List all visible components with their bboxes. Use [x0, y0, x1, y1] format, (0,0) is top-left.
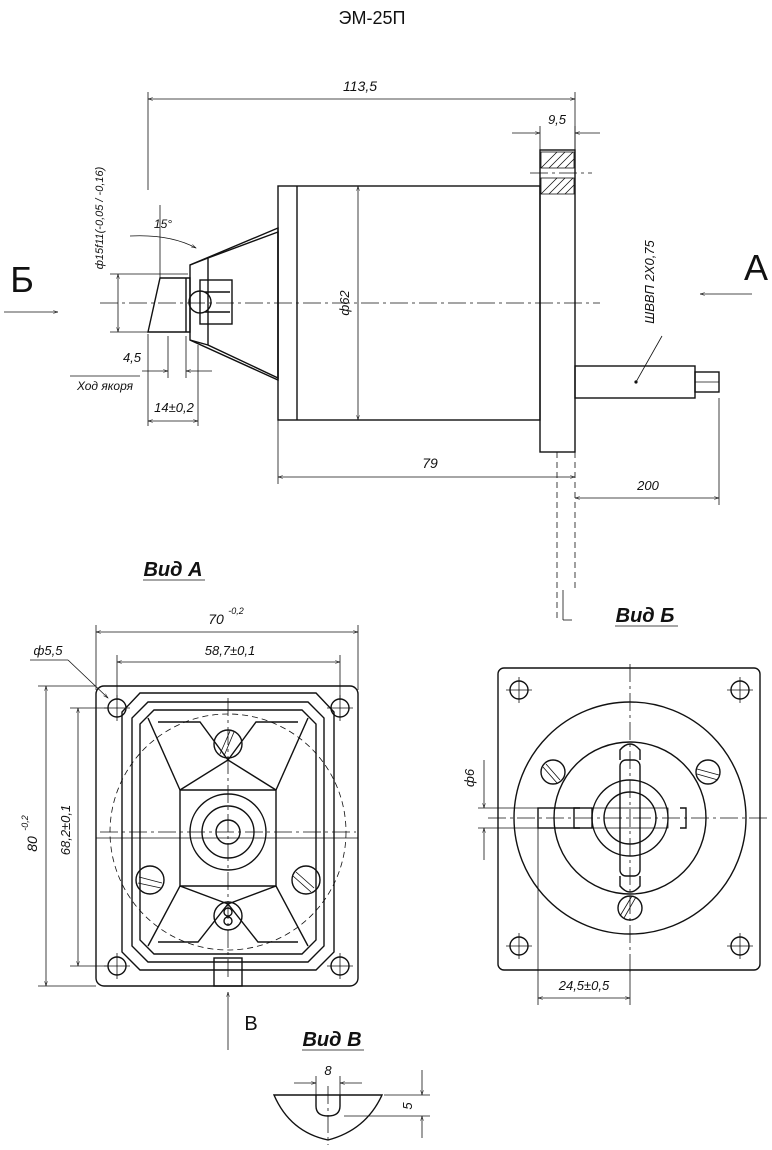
arrow-a-label: А	[744, 247, 768, 288]
screw	[135, 865, 165, 895]
dim-width-tol: -0,2	[228, 606, 244, 616]
screw	[213, 729, 243, 759]
dim-pin-dia: ф6	[462, 768, 477, 787]
dim-hole: ф5,5	[34, 643, 64, 658]
dim-flange: 9,5	[548, 112, 567, 127]
dim-tip: 14±0,2	[154, 400, 194, 415]
screw	[617, 895, 643, 921]
view-b: Вид Б	[462, 605, 770, 1005]
dim-height-tol: -0,2	[20, 815, 30, 831]
dim-pin-len: 24,5±0,5	[558, 978, 610, 993]
dim-hole-spacing-x: 58,7±0,1	[205, 643, 256, 658]
arrow-v-label: В	[244, 1013, 257, 1035]
dim-body-len: 79	[422, 455, 438, 471]
screw	[213, 901, 243, 931]
main-view: 113,5 9,5 ф62	[4, 78, 768, 621]
dim-slot-depth: 5	[400, 1102, 415, 1110]
label-stroke: Ход якоря	[76, 379, 134, 393]
view-v-title: Вид В	[302, 1029, 361, 1051]
dim-stroke: 4,5	[123, 350, 142, 365]
dim-cable-len: 200	[636, 478, 659, 493]
dim-height: 80	[24, 836, 40, 852]
screw	[291, 865, 321, 895]
dim-width: 70	[208, 611, 224, 627]
dim-hole-spacing-y: 68,2±0,1	[58, 805, 73, 856]
screw	[540, 759, 566, 785]
drawing-title: ЭМ-25П	[339, 8, 406, 28]
dim-slot-width: 8	[324, 1063, 332, 1078]
screw	[695, 759, 721, 785]
dim-angle: 15°	[154, 217, 172, 231]
view-v: Вид В 8 5	[272, 1029, 430, 1145]
view-b-title: Вид Б	[616, 605, 675, 627]
view-a-title: Вид А	[143, 559, 202, 581]
arrow-b-label: Б	[10, 259, 34, 300]
cable-label: ШВВП 2Х0,75	[642, 239, 657, 323]
dim-total-length: 113,5	[343, 78, 377, 94]
view-a: Вид А 70 -0,2 58,7±0,1 ф5,5	[20, 559, 359, 1050]
dim-shaft-dia: ф15f11(-0,05 / -0,16)	[94, 166, 106, 269]
